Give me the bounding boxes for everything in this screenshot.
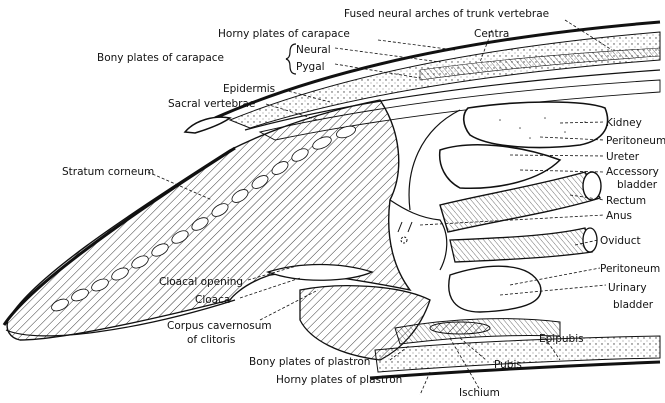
label-fused-neural: Fused neural arches of trunk vertebrae — [344, 8, 549, 20]
label-pubis: Pubis — [494, 359, 522, 371]
accessory-bladder — [440, 145, 560, 188]
label-cloaca: Cloaca — [195, 294, 230, 306]
label-centra: Centra — [474, 28, 509, 40]
label-peritoneum-top: Peritoneum — [606, 135, 665, 147]
label-epidermis: Epidermis — [223, 83, 275, 95]
label-epipubis: Epipubis — [539, 333, 584, 345]
bracket-brace — [286, 44, 296, 74]
label-bony-plastron: Bony plates of plastron — [249, 356, 370, 368]
label-ischium: Ischium — [459, 387, 500, 399]
label-ureter: Ureter — [606, 151, 640, 163]
oviduct-end — [583, 228, 597, 252]
label-horny-plastron: Horny plates of plastron — [276, 374, 402, 386]
urinary-bladder — [449, 266, 541, 312]
label-urinary: Urinary — [608, 282, 647, 294]
cloaca-chamber — [390, 200, 447, 270]
label-clitoris: of clitoris — [187, 334, 235, 346]
label-stratum: Stratum corneum — [62, 166, 154, 178]
label-pygal: Pygal — [296, 61, 325, 73]
label-oviduct: Oviduct — [600, 235, 641, 247]
duct-openings — [398, 222, 412, 243]
label-bony-carapace: Bony plates of carapace — [97, 52, 224, 64]
label-horny-carapace: Horny plates of carapace — [218, 28, 350, 40]
label-sacral: Sacral vertebrae — [168, 98, 255, 110]
label-bladder-urinary: bladder — [613, 299, 654, 311]
carapace-fold — [185, 117, 230, 133]
label-corpus: Corpus cavernosum — [167, 320, 272, 332]
oviduct-tube — [450, 228, 592, 262]
rectum-end — [583, 172, 601, 200]
label-neural: Neural — [296, 44, 331, 56]
label-kidney: Kidney — [606, 117, 642, 129]
label-accessory: Accessory — [606, 166, 659, 178]
label-bladder-accessory: bladder — [617, 179, 658, 191]
label-rectum: Rectum — [606, 195, 646, 207]
pubis-bone — [430, 322, 490, 334]
kidney — [464, 102, 608, 148]
label-cloacal-opening: Cloacal opening — [159, 276, 243, 288]
label-peritoneum-low: Peritoneum — [600, 263, 660, 275]
label-anus: Anus — [606, 210, 632, 222]
